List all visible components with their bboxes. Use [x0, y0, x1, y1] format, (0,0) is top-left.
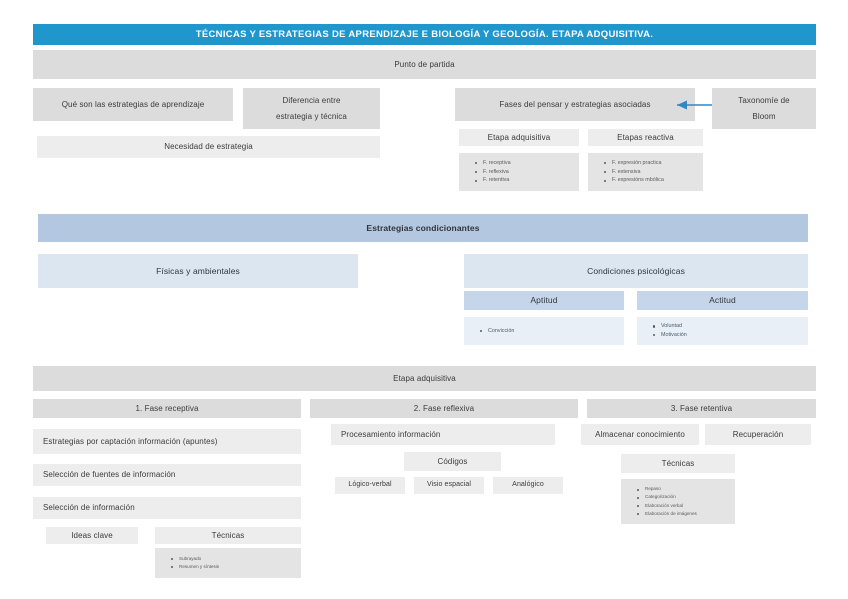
box-diferencia-line1: Diferencia entre [282, 95, 341, 105]
box-diferencia-estrategia-tecnica: Diferencia entre estrategia y técnica [243, 88, 380, 129]
box-recuperacion: Recuperación [705, 424, 811, 445]
list-tecnicas-fase-receptiva-items: Subrayado Resumen y síntesis [169, 555, 301, 571]
box-etapa-adquisitiva-top-label: Etapa adquisitiva [487, 132, 551, 142]
box-necesidad-de-estrategia: Necesidad de estrategia [37, 136, 380, 158]
box-codigo-visio-espacial: Visio espacial [414, 477, 484, 494]
phase-header-fase-reflexiva-label: 2. Fase reflexiva [413, 403, 475, 413]
list-fases-adquisitiva-items: F. receptiva F. reflexiva F. retentiva [473, 159, 579, 185]
section-heading-punto-de-partida-label: Punto de partida [394, 59, 455, 69]
box-almacenar-conocimiento-label: Almacenar conocimiento [595, 429, 685, 439]
section-heading-punto-de-partida: Punto de partida [33, 50, 816, 79]
list-tecnicas-fase-retentiva: Repaso Categorización Elaboración verbal… [621, 479, 735, 524]
diagram-title-bar: TÉCNICAS Y ESTRATEGIAS DE APRENDIZAJE E … [33, 24, 816, 45]
section-heading-estrategias-condicionantes-label: Estrategias condicionantes [366, 222, 480, 233]
list-item: Categorización [637, 493, 735, 501]
box-etapas-reactiva-label: Etapas reactiva [617, 132, 674, 142]
list-tecnicas-fase-receptiva: Subrayado Resumen y síntesis [155, 548, 301, 578]
box-codigo-visio-espacial-label: Visio espacial [426, 481, 472, 489]
box-taxonomia-bloom: Taxonomíe de Bloom [712, 88, 816, 129]
box-fisicas-ambientales-label: Físicas y ambientales [156, 265, 240, 276]
box-que-son-estrategias-label: Qué son las estrategias de aprendizaje [61, 99, 205, 109]
list-item: Repaso [637, 485, 735, 493]
box-tecnicas-fase-receptiva-label: Técnicas [211, 530, 245, 540]
list-item: Elaboración de imágenes [637, 510, 735, 518]
section-heading-etapa-adquisitiva: Etapa adquisitiva [33, 366, 816, 391]
box-seleccion-fuentes-label: Selección de fuentes de información [43, 470, 176, 479]
list-item: Voluntad [653, 322, 808, 331]
list-item: F. extensiva [604, 168, 703, 177]
box-codigos-label: Códigos [437, 456, 468, 466]
box-condiciones-psicologicas: Condiciones psicológicas [464, 254, 808, 288]
box-recuperacion-label: Recuperación [732, 429, 784, 439]
box-seleccion-informacion-label: Selección de información [43, 503, 135, 512]
box-ideas-clave-label: Ideas clave [71, 530, 113, 540]
box-tecnicas-fase-retentiva-label: Técnicas [661, 458, 695, 468]
list-item: Resumen y síntesis [171, 563, 301, 571]
section-heading-estrategias-condicionantes: Estrategias condicionantes [38, 214, 808, 242]
list-item: Subrayado [171, 555, 301, 563]
list-tecnicas-fase-retentiva-items: Repaso Categorización Elaboración verbal… [635, 485, 735, 517]
box-necesidad-de-estrategia-label: Necesidad de estrategia [164, 142, 253, 151]
list-aptitud-items: Convicción [478, 327, 624, 336]
box-condiciones-psicologicas-label: Condiciones psicológicas [587, 265, 685, 276]
phase-header-fase-receptiva-label: 1. Fase receptiva [135, 403, 199, 413]
list-item: Motivación [653, 331, 808, 340]
list-fases-reactiva-items: F. expresión practica F. extensiva F. ex… [602, 159, 703, 185]
list-item: F. expresións mbólica [604, 176, 703, 185]
box-tecnicas-fase-retentiva: Técnicas [621, 454, 735, 473]
diagram-title-text: TÉCNICAS Y ESTRATEGIAS DE APRENDIZAJE E … [195, 28, 654, 40]
box-taxonomia-bloom-line1: Taxonomíe de [738, 95, 790, 105]
box-estrategias-captacion-label: Estrategias por captación información (a… [43, 436, 218, 446]
box-fases-del-pensar: Fases del pensar y estrategias asociadas [455, 88, 695, 121]
box-tecnicas-fase-receptiva: Técnicas [155, 527, 301, 544]
box-diferencia-line2: estrategia y técnica [276, 111, 347, 121]
box-codigo-logico-verbal-label: Lógico-verbal [348, 481, 392, 489]
box-fisicas-ambientales: Físicas y ambientales [38, 254, 358, 288]
section-heading-etapa-adquisitiva-label: Etapa adquisitiva [393, 373, 456, 383]
box-aptitud-label: Aptitud [530, 295, 558, 306]
box-taxonomia-bloom-line2: Bloom [752, 111, 776, 121]
box-codigo-analogico-label: Analógico [512, 481, 544, 489]
box-ideas-clave: Ideas clave [46, 527, 138, 544]
box-que-son-estrategias: Qué son las estrategias de aprendizaje [33, 88, 233, 121]
box-seleccion-informacion: Selección de información [33, 497, 301, 519]
phase-header-fase-retentiva: 3. Fase retentiva [587, 399, 816, 418]
box-fases-del-pensar-label: Fases del pensar y estrategias asociadas [499, 99, 651, 109]
list-fases-adquisitiva: F. receptiva F. reflexiva F. retentiva [459, 153, 579, 191]
phase-header-fase-retentiva-label: 3. Fase retentiva [670, 403, 733, 413]
list-aptitud: Convicción [464, 317, 624, 345]
box-almacenar-conocimiento: Almacenar conocimiento [581, 424, 699, 445]
list-item: F. expresión practica [604, 159, 703, 168]
phase-header-fase-reflexiva: 2. Fase reflexiva [310, 399, 578, 418]
box-procesamiento-informacion-label: Procesamiento información [341, 429, 441, 439]
box-codigo-logico-verbal: Lógico-verbal [335, 477, 405, 494]
box-etapas-reactiva: Etapas reactiva [588, 129, 703, 146]
list-actitud-items: Voluntad Motivación [651, 322, 808, 340]
list-item: F. reflexiva [475, 168, 579, 177]
list-item: F. retentiva [475, 176, 579, 185]
list-fases-reactiva: F. expresión practica F. extensiva F. ex… [588, 153, 703, 191]
list-item: Convicción [480, 327, 624, 336]
box-estrategias-captacion: Estrategias por captación información (a… [33, 429, 301, 454]
box-etapa-adquisitiva-top: Etapa adquisitiva [459, 129, 579, 146]
box-seleccion-fuentes: Selección de fuentes de información [33, 464, 301, 486]
box-procesamiento-informacion: Procesamiento información [331, 424, 555, 445]
box-actitud-label: Actitud [709, 295, 736, 306]
box-aptitud: Aptitud [464, 291, 624, 310]
list-item: Elaboración verbal [637, 502, 735, 510]
list-actitud: Voluntad Motivación [637, 317, 808, 345]
box-codigos: Códigos [404, 452, 501, 471]
box-actitud: Actitud [637, 291, 808, 310]
list-item: F. receptiva [475, 159, 579, 168]
phase-header-fase-receptiva: 1. Fase receptiva [33, 399, 301, 418]
box-codigo-analogico: Analógico [493, 477, 563, 494]
